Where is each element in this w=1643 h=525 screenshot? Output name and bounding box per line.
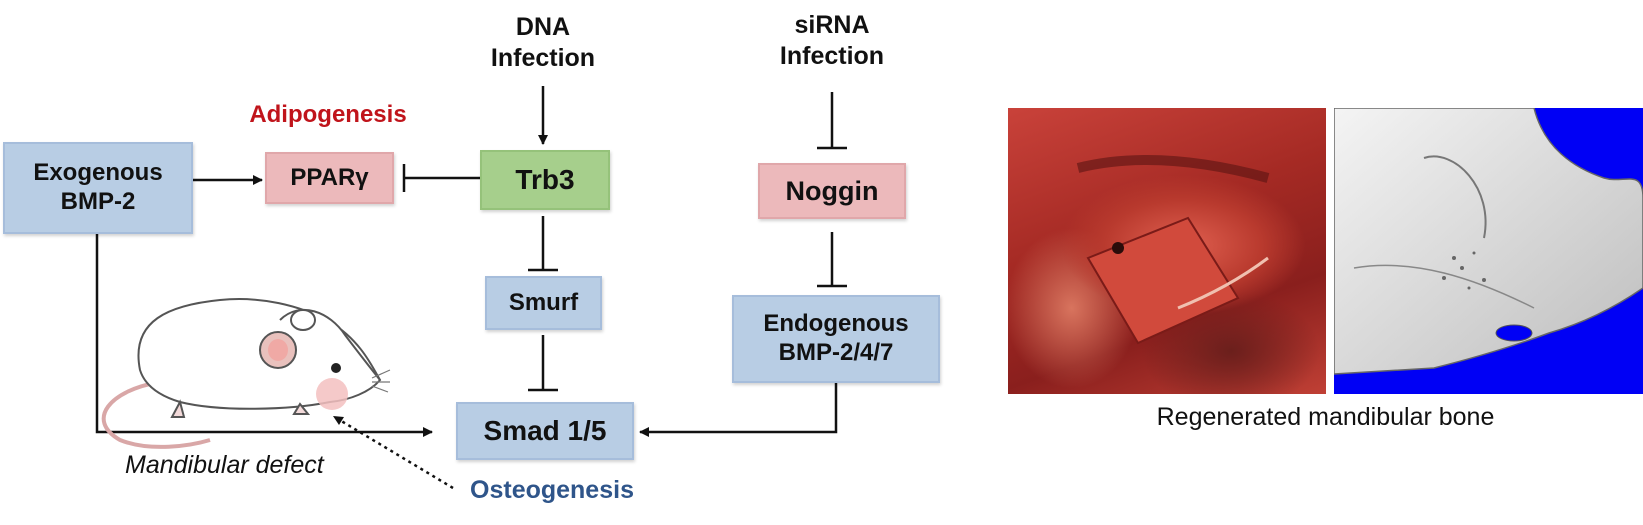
ppar-label: PPARγ <box>290 163 369 191</box>
sirna-infection-label: siRNA Infection <box>779 11 885 70</box>
trb3-box: Trb3 <box>480 150 610 210</box>
inhibit-smurf-smad <box>528 335 558 392</box>
smurf-box: Smurf <box>485 276 602 330</box>
smurf-label: Smurf <box>508 288 579 316</box>
exogenous-bmp2-box: Exogenous BMP-2 <box>3 142 193 234</box>
surgical-photo-detail <box>1076 155 1270 345</box>
inhibit-trb3-smurf <box>528 216 558 272</box>
arrow-bmp2-to-smad <box>95 232 433 437</box>
dotted-jaw-osteogenesis <box>332 414 454 490</box>
ct-bone-render <box>1334 108 1643 394</box>
inhibit-trb3-ppar <box>402 164 480 192</box>
trb3-label: Trb3 <box>515 164 575 196</box>
ppar-box: PPARγ <box>265 152 394 204</box>
surgical-photo <box>1008 108 1326 394</box>
endogenous-bmp-box: Endogenous BMP-2/4/7 <box>732 295 940 383</box>
arrow-endogenous-to-smad <box>639 382 838 437</box>
endogenous-bmp-label: Endogenous BMP-2/4/7 <box>763 310 909 366</box>
smad-label: Smad 1/5 <box>483 415 607 447</box>
inhibit-noggin-endogenous <box>817 232 847 288</box>
adipogenesis-label: Adipogenesis <box>249 101 407 128</box>
ct-bone-shape <box>1334 108 1643 375</box>
inhibit-sirna-noggin <box>817 92 847 150</box>
mandibular-defect-label: Mandibular defect <box>125 451 324 479</box>
smad-box: Smad 1/5 <box>456 402 634 460</box>
dna-infection-label: DNA Infection <box>490 13 596 72</box>
noggin-label: Noggin <box>785 175 879 206</box>
osteogenesis-label: Osteogenesis <box>470 476 634 504</box>
noggin-box: Noggin <box>758 163 906 219</box>
regenerated-caption: Regenerated mandibular bone <box>1156 403 1495 431</box>
exogenous-bmp2-label: Exogenous BMP-2 <box>33 159 163 215</box>
